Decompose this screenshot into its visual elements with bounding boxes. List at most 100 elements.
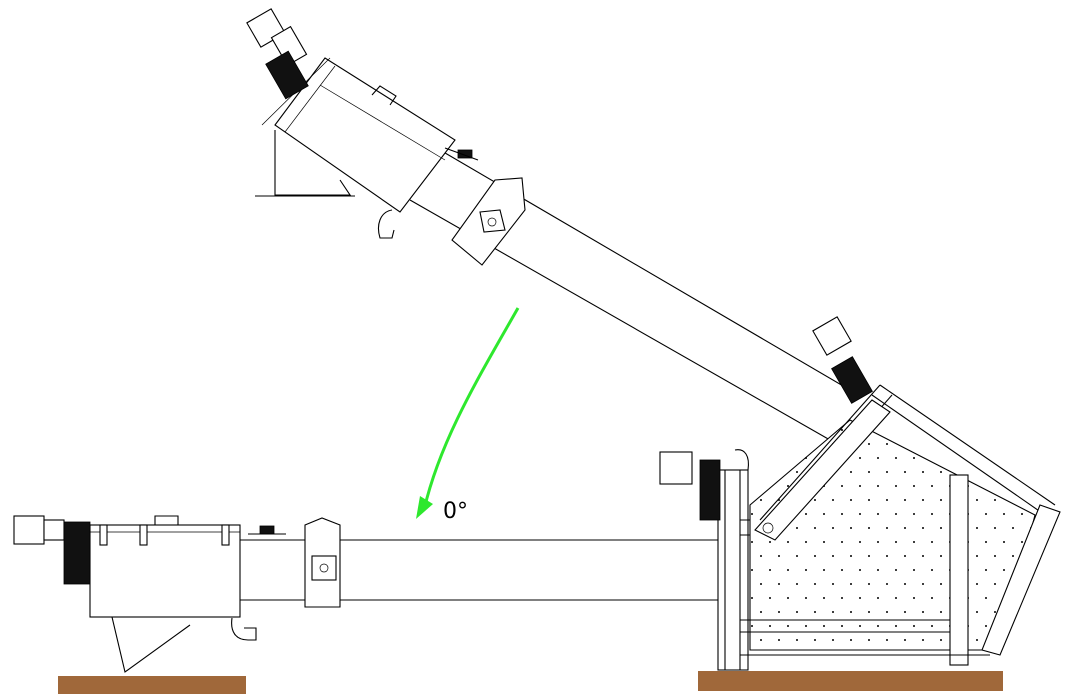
perforation-dot xyxy=(868,611,870,613)
perforation-dot xyxy=(787,541,789,543)
perforation-dot xyxy=(751,597,753,599)
perforation-dot xyxy=(868,583,870,585)
motor-icon-station-lower xyxy=(659,449,749,521)
perforation-dot xyxy=(913,457,915,459)
perforation-dot xyxy=(859,541,861,543)
perforation-dot xyxy=(850,583,852,585)
perforation-dot xyxy=(796,471,798,473)
perforation-dot xyxy=(940,639,942,641)
perforation-dot xyxy=(904,611,906,613)
tilted-conveyor xyxy=(246,8,851,441)
perforation-dot xyxy=(1003,513,1005,515)
perforation-dot xyxy=(760,583,762,585)
perforation-dot xyxy=(886,527,888,529)
perforation-dot xyxy=(931,625,933,627)
perforation-dot xyxy=(751,513,753,515)
perforation-dot xyxy=(994,611,996,613)
perforation-dot xyxy=(769,625,771,627)
perforation-dot xyxy=(823,513,825,515)
perforation-dot xyxy=(940,611,942,613)
perforation-dot xyxy=(877,485,879,487)
perforation-dot xyxy=(913,513,915,515)
perforation-dot xyxy=(796,555,798,557)
perforation-dot xyxy=(976,527,978,529)
perforation-dot xyxy=(769,597,771,599)
perforation-dot xyxy=(850,527,852,529)
perforation-dot xyxy=(985,513,987,515)
perforation-dot xyxy=(976,583,978,585)
perforation-dot xyxy=(904,499,906,501)
perforation-dot xyxy=(778,611,780,613)
perforation-dot xyxy=(1021,513,1023,515)
perforation-dot xyxy=(760,555,762,557)
perforation-dot xyxy=(895,457,897,459)
perforation-dot xyxy=(922,499,924,501)
perforation-dot xyxy=(760,611,762,613)
perforation-dot xyxy=(886,555,888,557)
perforation-dot xyxy=(904,527,906,529)
perforation-dot xyxy=(859,569,861,571)
perforation-dot xyxy=(976,499,978,501)
perforation-dot xyxy=(904,471,906,473)
perforation-dot xyxy=(931,485,933,487)
perforation-dot xyxy=(868,499,870,501)
angle-label: 0° xyxy=(443,499,468,524)
perforation-dot xyxy=(850,611,852,613)
horizontal-support-legs xyxy=(111,616,191,673)
perforation-dot xyxy=(814,583,816,585)
perforation-dot xyxy=(877,597,879,599)
perforation-dot xyxy=(796,527,798,529)
perforation-dot xyxy=(940,499,942,501)
perforation-dot xyxy=(850,555,852,557)
perforation-dot xyxy=(823,541,825,543)
perforation-dot xyxy=(787,625,789,627)
perforation-dot xyxy=(922,583,924,585)
perforation-dot xyxy=(850,639,852,641)
perforation-dot xyxy=(994,499,996,501)
perforation-dot xyxy=(868,443,870,445)
perforation-dot xyxy=(895,625,897,627)
perforation-dot xyxy=(886,471,888,473)
perforation-dot xyxy=(994,555,996,557)
perforation-dot xyxy=(904,583,906,585)
perforation-dot xyxy=(940,583,942,585)
perforation-dot xyxy=(895,597,897,599)
perforation-dot xyxy=(1012,527,1014,529)
perforation-dot xyxy=(841,429,843,431)
perforation-dot xyxy=(850,499,852,501)
perforation-dot xyxy=(751,569,753,571)
perforation-dot xyxy=(895,513,897,515)
horizontal-hopper-box xyxy=(89,524,241,618)
perforation-dot xyxy=(805,457,807,459)
perforation-dot xyxy=(796,583,798,585)
perforation-dot xyxy=(922,527,924,529)
ground-base-left xyxy=(58,676,246,694)
perforation-dot xyxy=(922,639,924,641)
perforation-dot xyxy=(886,583,888,585)
perforation-dot xyxy=(805,541,807,543)
perforation-dot xyxy=(868,471,870,473)
perforation-dot xyxy=(796,639,798,641)
perforation-dot xyxy=(922,471,924,473)
perforation-dot xyxy=(985,625,987,627)
perforation-dot xyxy=(787,597,789,599)
perforation-dot xyxy=(751,541,753,543)
rotation-arrow-icon xyxy=(416,307,520,519)
perforation-dot xyxy=(859,597,861,599)
perforation-dot xyxy=(931,513,933,515)
perforation-dot xyxy=(1003,569,1005,571)
screen-frame-station xyxy=(659,316,1061,671)
ground-base-right xyxy=(698,671,1003,691)
motor-icon xyxy=(246,8,309,100)
perforation-dot xyxy=(985,569,987,571)
perforated-basket xyxy=(749,419,1036,651)
perforation-dot xyxy=(778,639,780,641)
perforation-dot xyxy=(940,471,942,473)
perforation-dot xyxy=(976,639,978,641)
perforation-dot xyxy=(886,499,888,501)
perforation-dot xyxy=(832,527,834,529)
perforation-dot xyxy=(976,611,978,613)
perforation-dot xyxy=(994,583,996,585)
perforation-dot xyxy=(868,639,870,641)
perforation-dot xyxy=(760,639,762,641)
